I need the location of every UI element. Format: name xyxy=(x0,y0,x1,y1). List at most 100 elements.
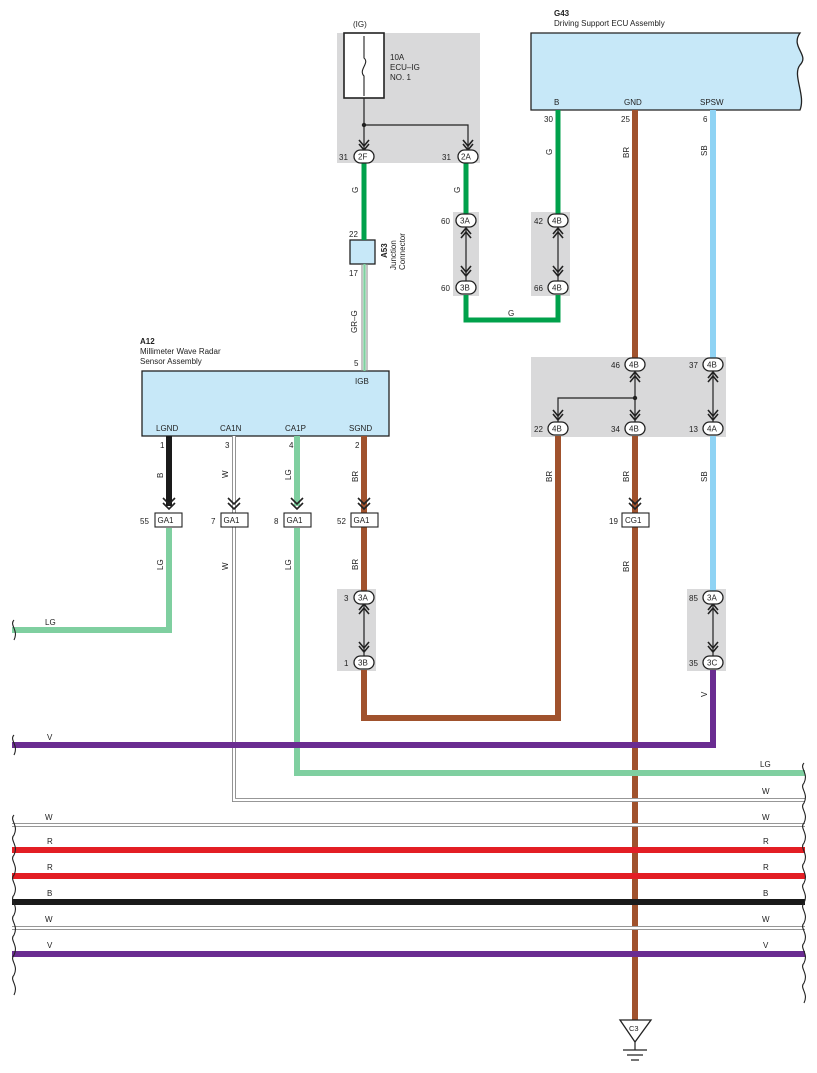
svg-text:25: 25 xyxy=(621,115,630,124)
svg-text:R: R xyxy=(47,863,53,872)
svg-text:GA1: GA1 xyxy=(287,516,304,525)
ground-c3 xyxy=(618,1019,653,1061)
svg-text:W: W xyxy=(221,470,230,478)
svg-text:B: B xyxy=(47,889,52,898)
a53-pin-bottom: 17 xyxy=(349,269,358,278)
svg-text:BR: BR xyxy=(351,471,360,482)
connector-boxes xyxy=(154,512,650,528)
pin-numbers: 31 31 60 60 42 66 30 25 6 46 37 22 34 13… xyxy=(140,115,708,668)
g43-pin-gnd: GND xyxy=(624,98,642,107)
svg-text:4B: 4B xyxy=(552,425,562,434)
svg-text:V: V xyxy=(700,691,709,697)
svg-text:4A: 4A xyxy=(707,425,717,434)
wire-br-4b-to-3b xyxy=(361,436,561,721)
svg-text:4B: 4B xyxy=(552,217,562,226)
wire-labels-horizontal: G LG V LG W W W R R R R B B W W V V xyxy=(45,309,771,950)
g43-ecu-box xyxy=(530,32,804,111)
svg-text:19: 19 xyxy=(609,517,618,526)
svg-text:66: 66 xyxy=(534,284,543,293)
svg-text:60: 60 xyxy=(441,217,450,226)
fuse-branch-link xyxy=(364,124,469,150)
svg-text:2A: 2A xyxy=(461,153,471,162)
junction-dot-fuse xyxy=(361,122,367,128)
wire-lg-lgnd-to-left xyxy=(12,528,172,633)
wire-v-3c-to-left xyxy=(12,670,716,748)
svg-text:B: B xyxy=(156,473,165,478)
connector-pills xyxy=(353,149,724,670)
svg-text:GA1: GA1 xyxy=(224,516,241,525)
svg-text:3: 3 xyxy=(225,441,230,450)
svg-text:42: 42 xyxy=(534,217,543,226)
svg-text:W: W xyxy=(45,915,53,924)
svg-text:W: W xyxy=(762,915,770,924)
svg-text:LG: LG xyxy=(760,760,771,769)
fuse-element xyxy=(361,36,367,96)
svg-text:37: 37 xyxy=(689,361,698,370)
svg-text:1: 1 xyxy=(160,441,165,450)
svg-text:BR: BR xyxy=(622,471,631,482)
svg-text:C3: C3 xyxy=(629,1024,639,1033)
wire-layer xyxy=(12,98,805,1020)
svg-text:G: G xyxy=(508,309,514,318)
svg-text:35: 35 xyxy=(689,659,698,668)
svg-text:3A: 3A xyxy=(460,217,470,226)
g43-name: Driving Support ECU Assembly xyxy=(554,19,665,28)
svg-text:3C: 3C xyxy=(707,659,717,668)
a12-pin-ca1n: CA1N xyxy=(220,424,242,433)
fuse-rating-label: 10A xyxy=(390,53,405,62)
svg-text:55: 55 xyxy=(140,517,149,526)
svg-text:B: B xyxy=(763,889,768,898)
svg-text:2F: 2F xyxy=(358,153,367,162)
a12-name-2: Sensor Assembly xyxy=(140,357,202,366)
svg-text:6: 6 xyxy=(703,115,708,124)
svg-text:GA1: GA1 xyxy=(354,516,371,525)
a12-pin-sgnd: SGND xyxy=(349,424,372,433)
wire-grg-outline xyxy=(361,264,368,371)
svg-text:46: 46 xyxy=(611,361,620,370)
wire-g-3b-to-4b xyxy=(463,295,561,323)
wire-labels-vertical: G G G GR–G BR SB BR BR SB B W LG BR LG W… xyxy=(156,145,709,697)
fuse-source-label: (IG) xyxy=(353,20,367,29)
svg-text:V: V xyxy=(47,733,53,742)
svg-text:30: 30 xyxy=(544,115,553,124)
svg-text:LG: LG xyxy=(45,618,56,627)
svg-text:8: 8 xyxy=(274,517,279,526)
svg-text:G: G xyxy=(351,187,360,193)
svg-text:LG: LG xyxy=(284,469,293,480)
svg-text:V: V xyxy=(47,941,53,950)
junction-dot-4b xyxy=(632,395,638,401)
svg-text:3A: 3A xyxy=(358,594,368,603)
svg-text:52: 52 xyxy=(337,517,346,526)
svg-text:31: 31 xyxy=(339,153,348,162)
svg-text:1: 1 xyxy=(344,659,349,668)
fuse-name-label-1: ECU–IG xyxy=(390,63,420,72)
g43-pin-b: B xyxy=(554,98,559,107)
svg-text:3A: 3A xyxy=(707,594,717,603)
svg-text:31: 31 xyxy=(442,153,451,162)
break-marks xyxy=(12,619,806,1004)
g43-code: G43 xyxy=(554,9,570,18)
svg-text:4B: 4B xyxy=(629,425,639,434)
a53-name-2: Connector xyxy=(398,233,407,270)
g43-pin-spsw: SPSW xyxy=(700,98,724,107)
svg-text:3B: 3B xyxy=(358,659,368,668)
a12-pin-igb: IGB xyxy=(355,377,369,386)
svg-text:CG1: CG1 xyxy=(625,516,642,525)
svg-text:4B: 4B xyxy=(707,361,717,370)
wire-w-ca1n xyxy=(232,436,805,802)
svg-text:G: G xyxy=(453,187,462,193)
svg-text:3B: 3B xyxy=(460,284,470,293)
svg-text:LG: LG xyxy=(284,559,293,570)
svg-text:4B: 4B xyxy=(552,284,562,293)
a53-code: A53 xyxy=(380,243,389,258)
svg-text:W: W xyxy=(45,813,53,822)
chevrons xyxy=(162,139,719,654)
svg-text:SB: SB xyxy=(700,145,709,156)
svg-text:V: V xyxy=(763,941,769,950)
svg-text:R: R xyxy=(47,837,53,846)
a12-code: A12 xyxy=(140,337,155,346)
svg-text:BR: BR xyxy=(622,561,631,572)
svg-text:13: 13 xyxy=(689,425,698,434)
a12-sensor-box xyxy=(141,370,390,437)
